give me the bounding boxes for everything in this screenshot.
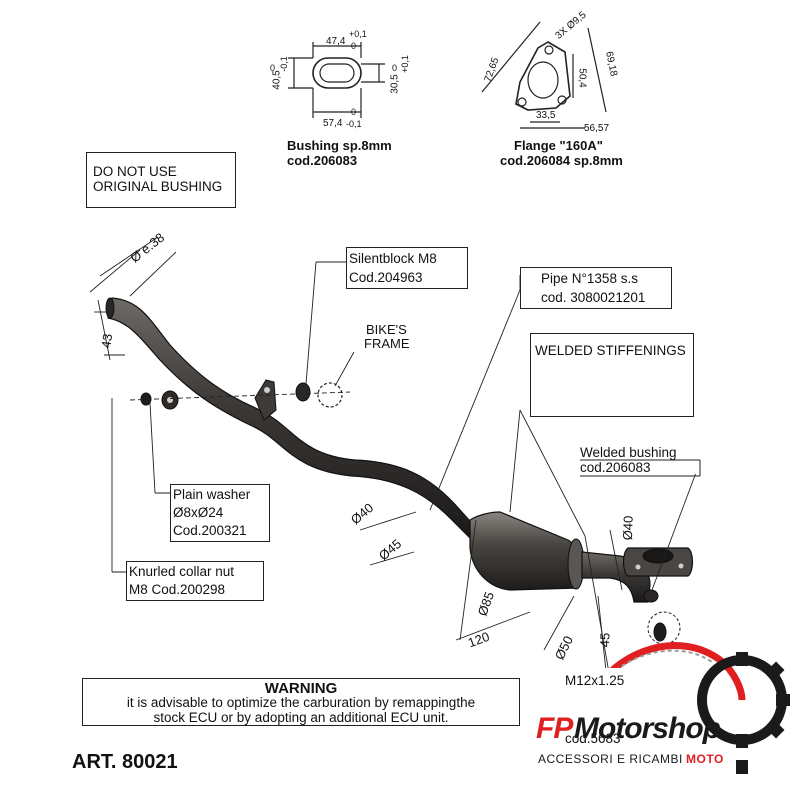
flange-dim-height: 50,4: [576, 68, 588, 88]
nut-line1: M12x1.25: [565, 673, 625, 688]
plain-washer-line1: Plain washer: [173, 487, 251, 502]
dimension-lines: [89, 236, 698, 691]
logo-tagline-a: ACCESSORI E RICAMBI: [538, 752, 683, 766]
catalytic-converter: [469, 511, 583, 591]
flange-drawing: [481, 21, 607, 129]
plain-washer-line2: Ø8xØ24: [173, 505, 224, 520]
logo-fp: FP: [536, 712, 573, 745]
plain-washer-box: Plain washer Ø8xØ24 Cod.200321: [170, 484, 270, 542]
bikes-frame-line2: FRAME: [364, 336, 410, 351]
knurled-line2: M8 Cod.200298: [129, 582, 226, 597]
bushing-dim-bottom: 57,4: [323, 118, 343, 129]
flange-dim-inner: 33,5: [536, 110, 556, 121]
warning-line2: stock ECU or by adopting an additional E…: [153, 710, 449, 725]
bushing-dim-top-tol: +0,1: [349, 29, 367, 39]
flange-code: cod.206084 sp.8mm: [500, 153, 623, 168]
warning-title: WARNING: [264, 680, 338, 697]
bushing-dim-right-tol2: 0: [392, 63, 398, 73]
logo-graphic: [593, 642, 790, 774]
silentblock-box: Silentblock M8 Cod.204963: [346, 247, 468, 289]
dim-d40-flange: Ø40: [619, 515, 636, 541]
dim-d45-small: 45: [596, 632, 613, 648]
knurled-line1: Knurled collar nut: [129, 564, 235, 579]
article-number: ART. 80021: [72, 751, 178, 773]
bushing-drawing: [288, 42, 385, 118]
welded-bushing: [643, 589, 659, 603]
pipe-line2: cod. 3080021201: [541, 290, 646, 305]
bushing-dim-right: 30,5: [389, 74, 401, 94]
do-not-use-box: DO NOT USE ORIGINAL BUSHING: [86, 152, 236, 208]
bushing-dim-left-tol: -0,1: [278, 56, 289, 72]
welded-stiffenings-label: WELDED STIFFENINGS: [535, 343, 686, 358]
logo-motorshop: Motorshop: [574, 712, 721, 745]
bushing-dim-right-tol: +0,1: [399, 55, 410, 73]
logo-tagline-b: MOTO: [686, 752, 724, 766]
flange-title: Flange "160A": [514, 138, 603, 153]
welded-bushing-box: Welded bushing cod.206083: [578, 444, 700, 475]
bikes-frame-mark: [317, 382, 343, 408]
plain-washer-line3: Cod.200321: [173, 523, 247, 538]
do-not-use-line1: DO NOT USE: [93, 164, 177, 179]
pipe-line1: Pipe N°1358 s.s: [541, 271, 638, 286]
bushing-code: cod.206083: [287, 153, 358, 168]
warning-line1: it is advisable to optimize the carburat…: [126, 695, 476, 710]
dim-pipe-end-len: 43: [98, 332, 116, 350]
nut-line2: cod.5683: [565, 731, 621, 746]
gear-icon: [697, 652, 790, 774]
bushing-dim-top-tol2: 0: [351, 41, 357, 51]
silentblock: [295, 382, 311, 402]
warning-box: WARNING it is advisable to optimize the …: [82, 678, 520, 726]
bushing-title: Bushing sp.8mm: [287, 138, 392, 153]
knurled-nut-box: Knurled collar nut M8 Cod.200298: [126, 561, 264, 601]
welded-stiffenings-box: WELDED STIFFENINGS: [530, 333, 694, 417]
pipe-box: Pipe N°1358 s.s cod. 3080021201: [520, 267, 672, 309]
welded-bushing-line2: cod.206083: [580, 460, 651, 475]
bushing-dim-left-tol2: 0: [270, 63, 276, 73]
bushing-dim-bottom-tol2: 0: [351, 107, 357, 117]
silentblock-line2: Cod.204963: [349, 270, 423, 285]
welded-bushing-line1: Welded bushing: [580, 445, 677, 460]
bikes-frame-line1: BIKE'S: [366, 322, 407, 337]
bushing-dim-top: 47,4: [326, 36, 346, 47]
silentblock-line1: Silentblock M8: [349, 251, 437, 266]
bushing-dim-bottom-tol: -0,1: [346, 119, 362, 129]
mounting-bracket: [254, 379, 277, 421]
flange-dim-width: 56,57: [584, 123, 610, 134]
do-not-use-line2: ORIGINAL BUSHING: [93, 179, 223, 194]
nut-box: M12x1.25 cod.5683: [562, 668, 640, 750]
